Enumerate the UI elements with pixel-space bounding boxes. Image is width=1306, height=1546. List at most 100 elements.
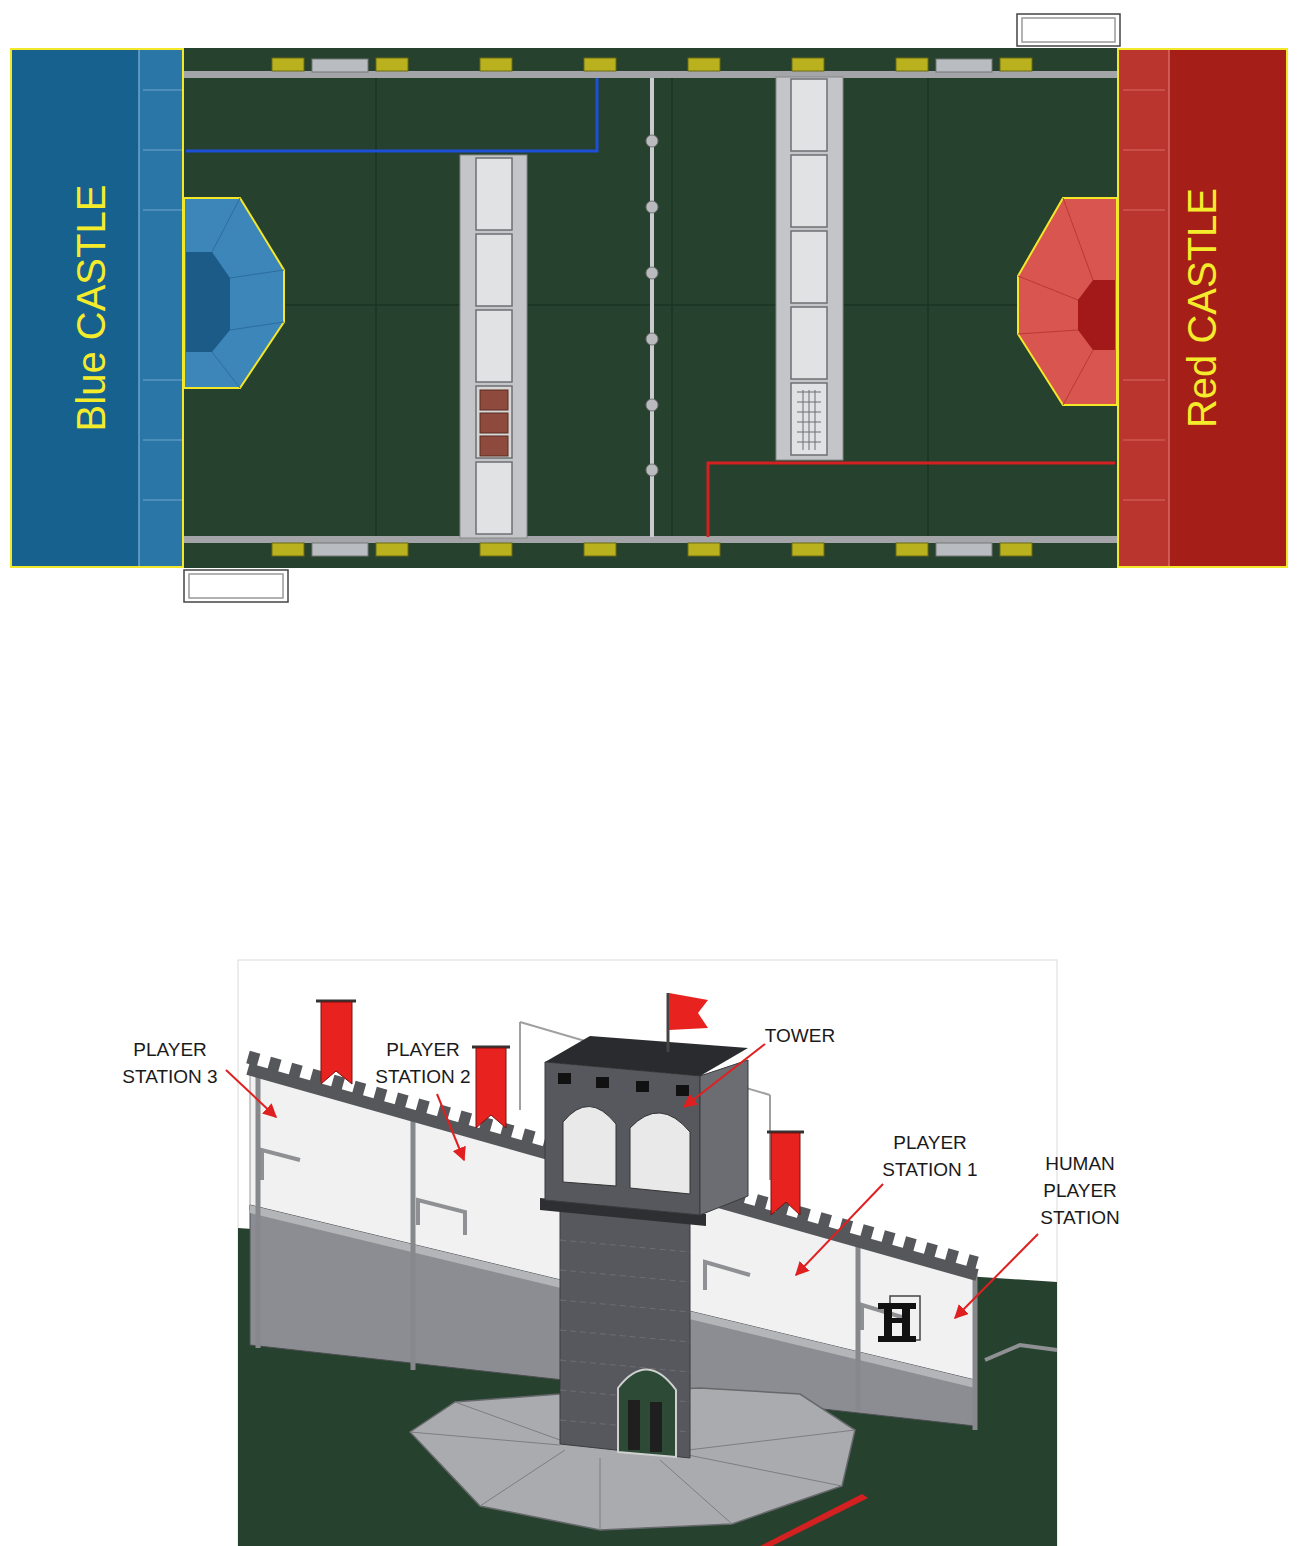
defense-column <box>803 390 815 450</box>
tower-base <box>410 1432 560 1445</box>
rail-panel <box>312 59 368 72</box>
castle-batter <box>184 198 284 388</box>
defense-column <box>460 77 843 538</box>
banner <box>321 1002 352 1084</box>
defense-column <box>476 234 512 306</box>
leader-arrow <box>796 1184 883 1275</box>
tower <box>558 1073 571 1084</box>
rail-marker <box>688 543 720 556</box>
defense-column <box>480 390 508 410</box>
center-line <box>646 135 658 147</box>
tower <box>558 1073 689 1096</box>
banner <box>476 1048 506 1128</box>
outer-works-marker <box>1017 14 1120 46</box>
defense-column <box>476 158 512 534</box>
guard-rail <box>184 71 1117 543</box>
rail-marker <box>272 58 1032 556</box>
rail-marker <box>792 543 824 556</box>
castle-tick <box>1123 440 1165 441</box>
castle-batter <box>1018 276 1078 300</box>
tower <box>618 1369 676 1457</box>
defense-column <box>476 158 512 230</box>
rail-marker <box>272 58 304 71</box>
banner <box>771 1133 800 1215</box>
castle-tick <box>143 150 182 151</box>
defense-column <box>791 383 827 455</box>
human-player-frame <box>878 1336 916 1342</box>
station-railing <box>418 1200 465 1235</box>
secret-passage-line <box>186 78 1115 537</box>
outer-works-marker <box>184 14 1120 602</box>
castle-view <box>238 960 1057 1546</box>
castle-tick <box>143 90 182 91</box>
leader-arrow <box>226 1044 1038 1318</box>
tower <box>630 1113 690 1194</box>
castle-batter <box>1063 350 1093 405</box>
rail-marker <box>584 58 616 71</box>
castle-batter <box>1018 330 1078 334</box>
castle-batter <box>212 352 240 388</box>
defense-column <box>480 413 508 433</box>
secret-passage-line <box>186 78 597 151</box>
rail-panel <box>312 543 368 556</box>
tower-base <box>688 1430 855 1450</box>
rail-panel <box>936 59 992 72</box>
rail-marker <box>376 543 408 556</box>
castle-batter <box>212 198 240 252</box>
outer-works-marker <box>189 574 283 598</box>
castle-tick <box>143 210 182 211</box>
center-line <box>646 267 658 279</box>
rail-marker <box>896 543 928 556</box>
castle-band: Red CASTLE <box>1117 48 1288 568</box>
tower <box>560 1240 690 1252</box>
callout-holder: PLAYER STATION 2 <box>367 1036 479 1090</box>
castle-batter <box>1018 198 1117 405</box>
defense-column <box>776 77 843 460</box>
defense-column <box>476 310 512 382</box>
callout-holder: PLAYER STATION 3 <box>114 1036 226 1090</box>
tower <box>628 1400 640 1450</box>
center-line <box>646 399 658 411</box>
field-plan <box>184 48 1117 568</box>
station-railing <box>705 1262 750 1290</box>
field-grid-line <box>184 78 1117 537</box>
outer-works-marker <box>1022 18 1115 42</box>
rail-marker <box>688 58 720 71</box>
leader-arrow <box>226 1070 276 1117</box>
leader-arrow <box>684 1044 765 1107</box>
defense-column <box>476 462 512 534</box>
field-plan <box>184 14 1120 602</box>
rail-marker <box>584 543 616 556</box>
secret-passage-line <box>708 463 1115 537</box>
castle-tick <box>1123 90 1165 91</box>
glass-frame <box>519 1022 521 1110</box>
castle-stripe <box>1119 50 1169 566</box>
castle-edge-line <box>138 50 140 566</box>
tower <box>669 993 708 1030</box>
castle-tick <box>143 500 182 501</box>
tower <box>560 1210 690 1458</box>
center-line <box>646 135 658 476</box>
rail-marker <box>480 58 512 71</box>
castle-batter <box>1018 198 1093 405</box>
castle-batter <box>230 322 284 330</box>
castle-batter <box>184 198 1117 405</box>
rail-panel <box>312 59 992 556</box>
castle-stripe <box>139 50 182 566</box>
castle-tick <box>143 440 182 441</box>
station-railing <box>262 1150 300 1180</box>
tower-base <box>600 1458 601 1530</box>
defense-column <box>791 231 827 303</box>
field-grid-line <box>671 78 673 537</box>
tower <box>540 993 748 1458</box>
castle-name: Red CASTLE <box>1183 188 1223 428</box>
wall-post <box>411 1112 416 1370</box>
tower-base <box>410 1388 855 1530</box>
tower <box>650 1402 662 1452</box>
tower-base <box>410 1388 855 1530</box>
banner <box>316 1001 804 1215</box>
castle-batter <box>1078 280 1115 350</box>
